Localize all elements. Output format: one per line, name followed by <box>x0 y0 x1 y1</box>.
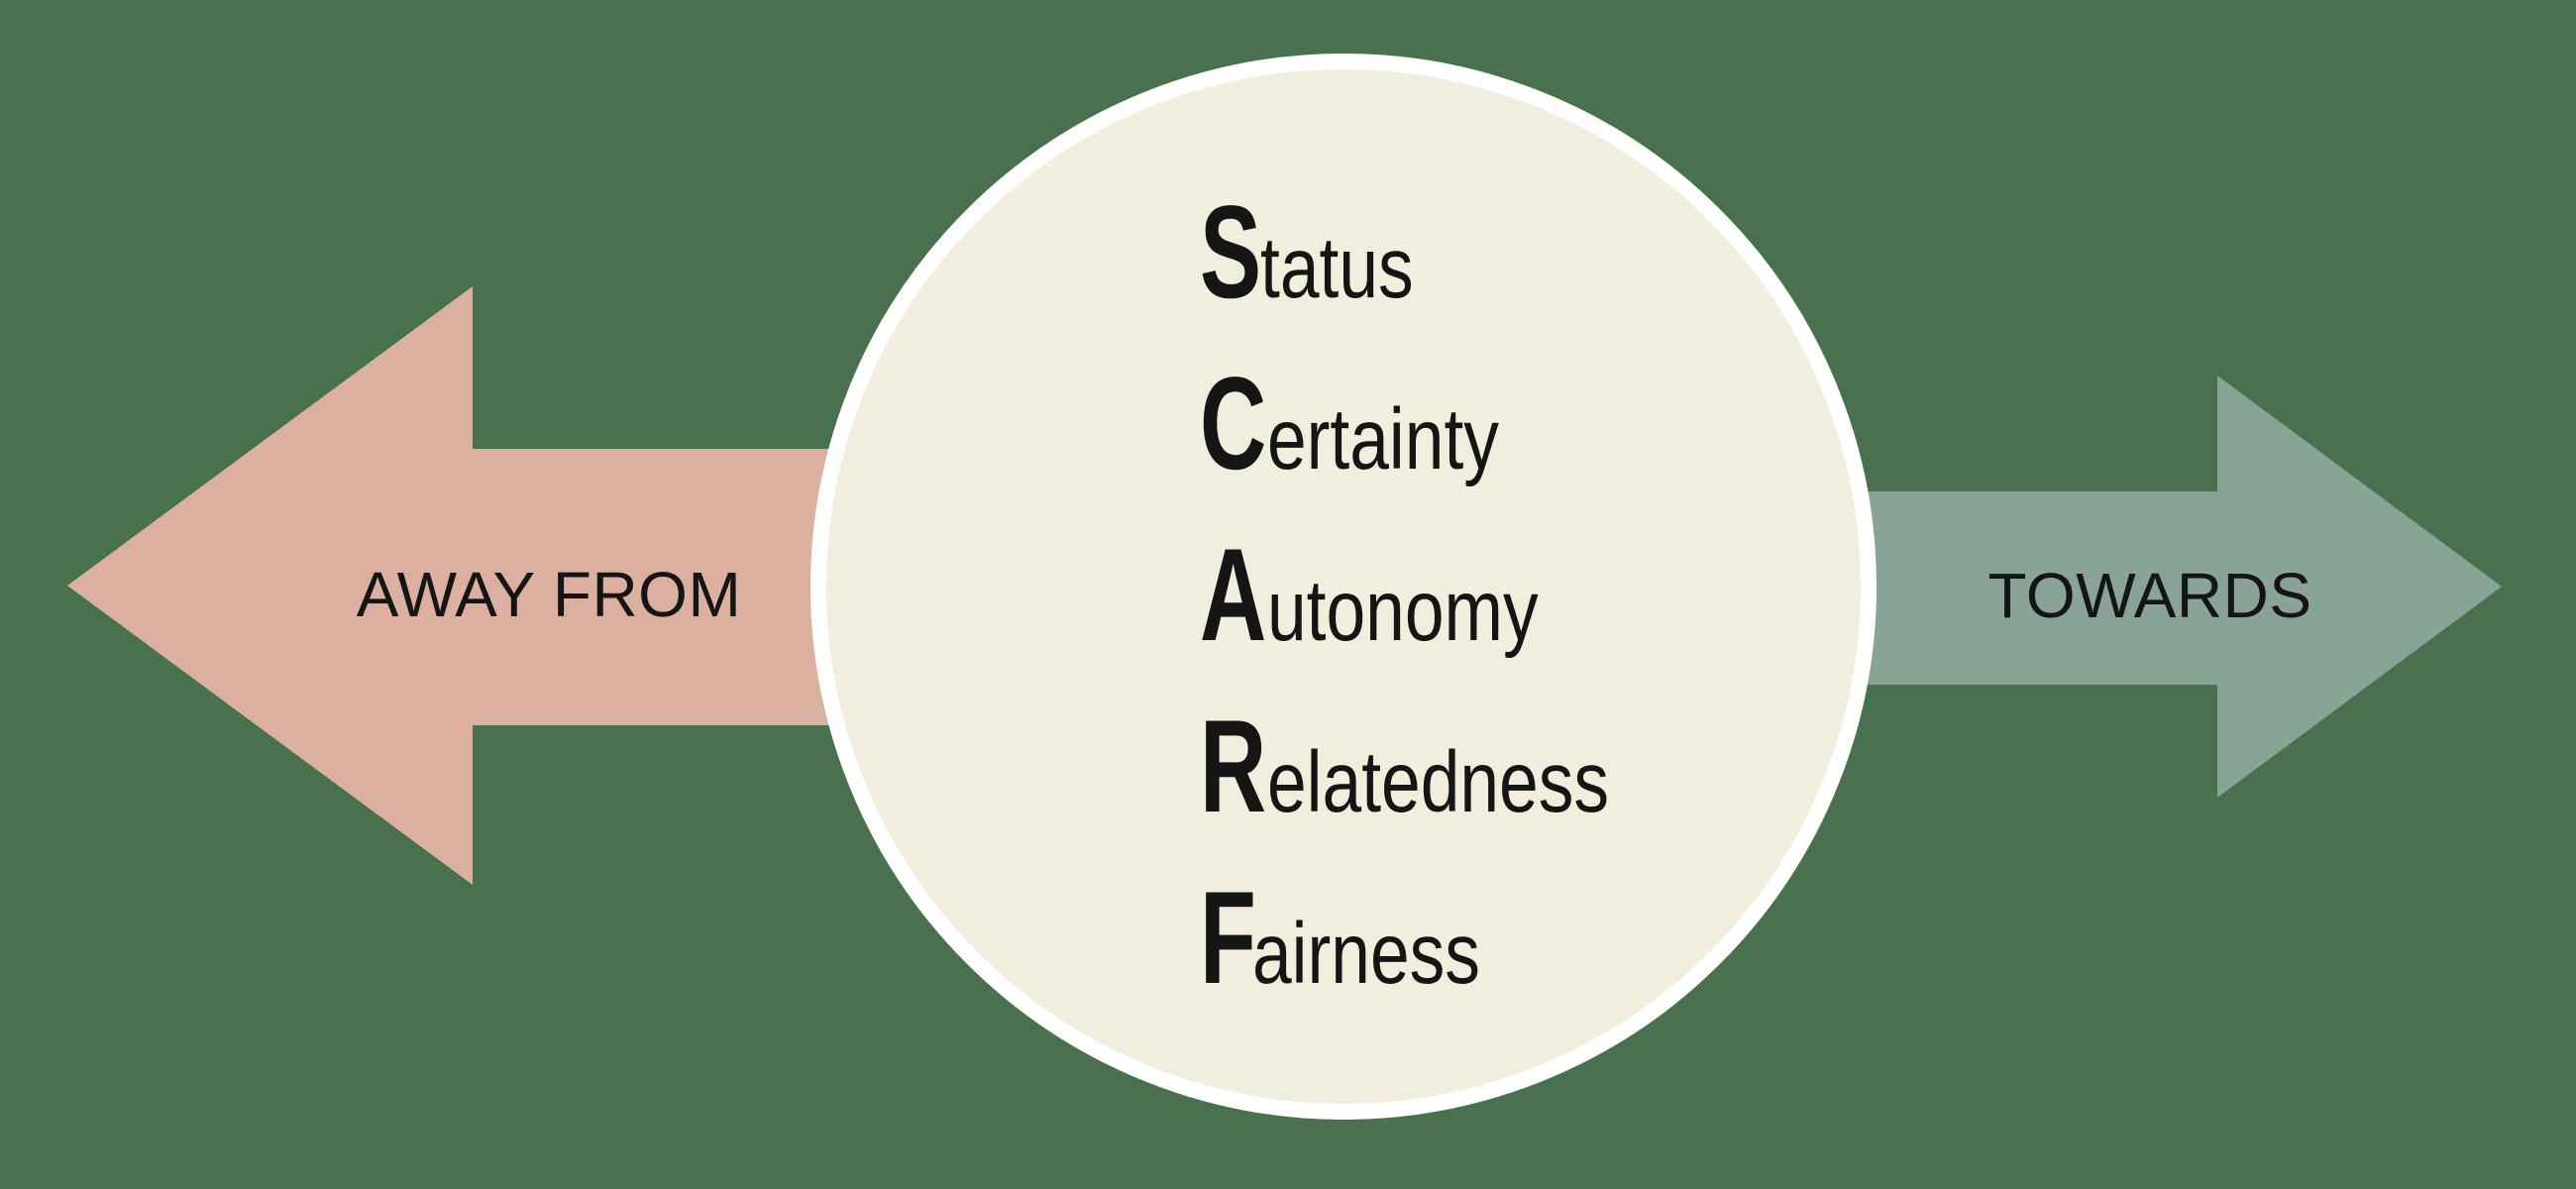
scarf-item-fairness: Fairness <box>1200 873 1531 1005</box>
scarf-rest-relatedness: elatedness <box>1267 734 1610 830</box>
scarf-rest-fairness: airness <box>1252 906 1481 1002</box>
scarf-circle <box>810 54 1877 1120</box>
scarf-initial-r: R <box>1200 694 1267 840</box>
scarf-rest-status: tatus <box>1259 220 1414 316</box>
scarf-initial-f: F <box>1200 865 1256 1012</box>
scarf-initial-s: S <box>1200 179 1262 326</box>
away-from-label: AWAY FROM <box>356 559 742 630</box>
towards-label: TOWARDS <box>1987 560 2312 631</box>
scarf-rest-autonomy: utonomy <box>1267 563 1539 659</box>
scarf-item-certainty: Certainty <box>1200 359 1550 490</box>
scarf-item-relatedness: Relatedness <box>1200 702 1684 833</box>
scarf-item-autonomy: Autonomy <box>1200 530 1598 662</box>
scarf-initial-c: C <box>1200 351 1267 497</box>
scarf-initial-a: A <box>1200 522 1267 669</box>
scarf-item-status: Status <box>1200 187 1447 319</box>
scarf-rest-certainty: ertainty <box>1267 391 1500 487</box>
